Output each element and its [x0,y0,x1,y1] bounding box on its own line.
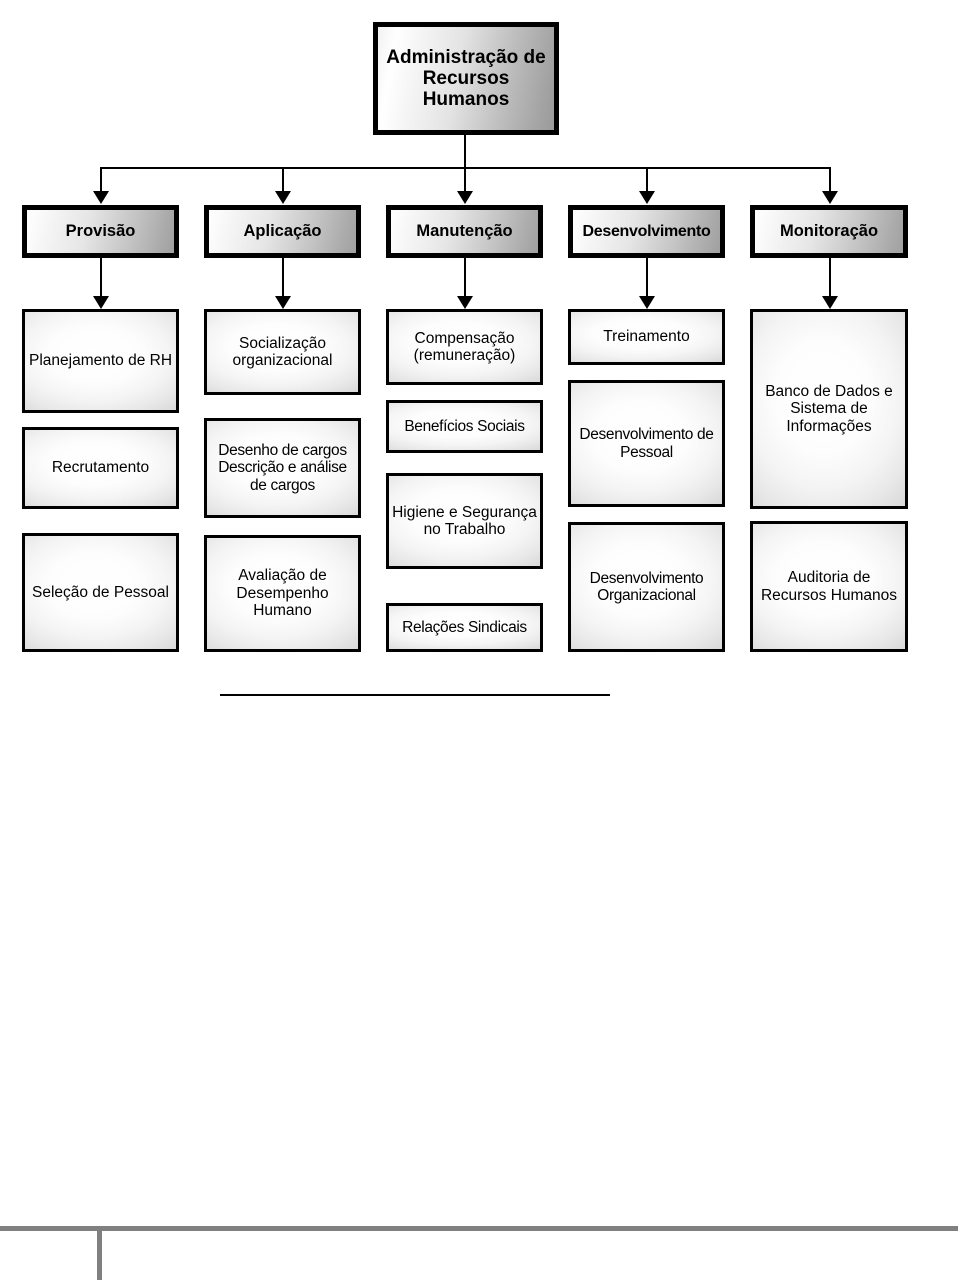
connector-drop-desenvolvimento [646,167,648,193]
arrowhead-provisao [93,191,109,204]
connector-drop-manutencao [464,167,466,193]
item-label: Seleção de Pessoal [31,583,169,601]
item-box-avaliacao-de-desempenho-humano[interactable]: Avaliação de Desempenho Humano [204,535,361,652]
item-box-planejamento-de-rh[interactable]: Planejamento de RH [22,309,179,413]
item-label: Socialização organizacional [232,334,333,369]
arrowhead-monitoracao-items [822,296,838,309]
item-box-higiene-e-seguranca-no-trabalho[interactable]: Higiene e Segurança no Trabalho [386,473,543,569]
item-box-banco-de-dados-e-sistema-de-informacoes[interactable]: Banco de Dados e Sistema de Informações [750,309,908,509]
page-bottom-border [0,1226,958,1231]
connector-provisao-to-items [100,258,102,298]
arrowhead-manutencao-items [457,296,473,309]
item-label: Avaliação de Desempenho Humano [236,567,329,620]
process-box-aplicacao[interactable]: Aplicação [204,205,361,258]
item-box-desenho-de-cargos[interactable]: Desenho de cargos Descrição e análise de… [204,418,361,518]
item-label: Auditoria de Recursos Humanos [760,569,898,604]
process-box-desenvolvimento[interactable]: Desenvolvimento [568,205,725,258]
item-box-recrutamento[interactable]: Recrutamento [22,427,179,509]
arrowhead-provisao-items [93,296,109,309]
process-label-monitoracao: Monitoração [779,222,879,241]
item-label: Desenvolvimento Organizacional [589,569,704,604]
arrowhead-desenvolvimento-items [639,296,655,309]
item-box-compensacao-remuneracao[interactable]: Compensação (remuneração) [386,309,543,385]
item-box-socializacao-organizacional[interactable]: Socialização organizacional [204,309,361,395]
item-label: Treinamento [603,328,690,346]
root-box-label: Administração de Recursos Humanos [386,46,546,111]
connector-drop-aplicacao [282,167,284,193]
footnote-separator-rule [220,694,610,696]
item-label: Higiene e Segurança no Trabalho [392,503,537,538]
connector-root-stem [464,135,466,169]
item-box-treinamento[interactable]: Treinamento [568,309,725,365]
item-box-desenvolvimento-de-pessoal[interactable]: Desenvolvimento de Pessoal [568,380,725,507]
arrowhead-manutencao [457,191,473,204]
item-box-beneficios-sociais[interactable]: Benefícios Sociais [386,400,543,453]
item-box-desenvolvimento-organizacional[interactable]: Desenvolvimento Organizacional [568,522,725,652]
item-label: Desenho de cargos Descrição e análise de… [218,441,347,494]
item-label: Banco de Dados e Sistema de Informações [765,382,893,435]
item-box-relacoes-sindicais[interactable]: Relações Sindicais [386,603,543,652]
process-label-desenvolvimento: Desenvolvimento [582,222,711,240]
connector-aplicacao-to-items [282,258,284,298]
connector-drop-monitoracao [829,167,831,193]
root-box-administracao-de-recursos-humanos[interactable]: Administração de Recursos Humanos [373,22,559,135]
item-label: Compensação (remuneração) [413,329,516,364]
process-box-provisao[interactable]: Provisão [22,205,179,258]
process-label-aplicacao: Aplicação [243,222,322,241]
process-label-manutencao: Manutenção [416,222,513,241]
arrowhead-desenvolvimento [639,191,655,204]
item-box-selecao-de-pessoal[interactable]: Seleção de Pessoal [22,533,179,652]
item-box-auditoria-de-recursos-humanos[interactable]: Auditoria de Recursos Humanos [750,521,908,652]
connector-drop-provisao [100,167,102,193]
connector-monitoracao-to-items [829,258,831,298]
item-label: Recrutamento [51,459,150,477]
process-box-manutencao[interactable]: Manutenção [386,205,543,258]
connector-manutencao-to-items [464,258,466,298]
process-box-monitoracao[interactable]: Monitoração [750,205,908,258]
item-label: Benefícios Sociais [404,417,525,435]
connector-desenvolvimento-to-items [646,258,648,298]
item-label: Desenvolvimento de Pessoal [579,426,714,461]
arrowhead-aplicacao [275,191,291,204]
page-bottom-divider [97,1231,102,1280]
item-label: Relações Sindicais [402,618,527,636]
item-label: Planejamento de RH [28,352,173,370]
process-label-provisao: Provisão [65,222,136,241]
arrowhead-aplicacao-items [275,296,291,309]
arrowhead-monitoracao [822,191,838,204]
